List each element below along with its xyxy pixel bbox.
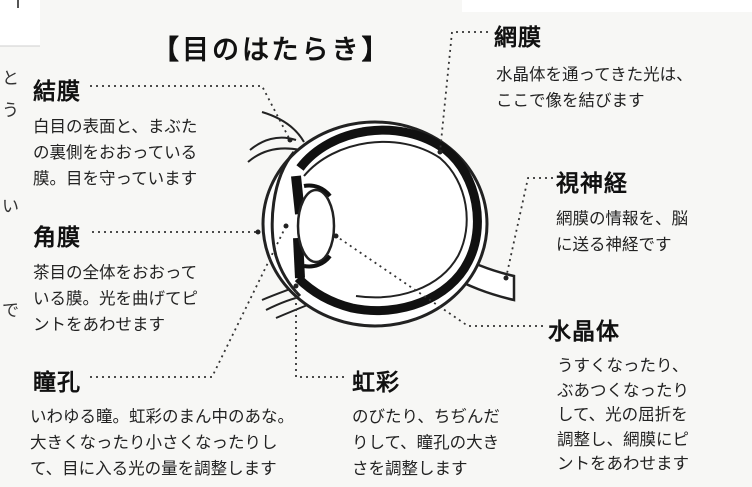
label-suishoutai-description: うすくなったり、 ぶあつくなったり して、光の屈折を 調整し、網膜にピ ントをあ… xyxy=(557,356,689,473)
crystalline-lens xyxy=(296,188,336,264)
label-suishoutai-heading: 水晶体 xyxy=(548,319,620,345)
label-ketsumaku-description: 白目の表面と、まぶた の裏側をおおっている 膜。目を守っています xyxy=(33,117,198,188)
retina-layer xyxy=(294,125,482,316)
leader-lines xyxy=(90,31,553,378)
leader-shishinkei xyxy=(505,177,553,279)
margin-fragment: と xyxy=(2,69,19,89)
label-kakumaku-heading: 角膜 xyxy=(33,225,81,251)
label-shishinkei-heading: 視神経 xyxy=(556,171,628,197)
label-shishinkei-description: 網膜の情報を、脳 に送る神経です xyxy=(556,209,688,254)
leader-doukou xyxy=(90,225,287,378)
leader-kousai xyxy=(295,286,344,378)
leader-suishoutai xyxy=(335,235,543,327)
eyeball-sclera xyxy=(261,120,489,328)
label-moumaku-description: 水晶体を通ってきた光は、 ここで像を結びます xyxy=(496,65,693,110)
label-doukou-heading: 瞳孔 xyxy=(33,370,81,396)
iris-lower xyxy=(293,237,305,279)
leader-moumaku xyxy=(439,31,488,153)
label-ketsumaku-heading: 結膜 xyxy=(33,79,81,105)
label-kakumaku-description: 茶目の全体をおおって いる膜。光を曲げてピ ントをあわせます xyxy=(33,263,198,334)
label-moumaku-heading: 網膜 xyxy=(494,25,542,51)
label-doukou-description: いわゆる瞳。虹彩のまん中のあな。 大きくなったり小さくなったりし て、目に入る光… xyxy=(30,407,294,478)
margin-fragment: い xyxy=(2,197,19,217)
margin-fragment: う xyxy=(2,101,19,121)
cornea xyxy=(270,151,302,298)
label-kousai-heading: 虹彩 xyxy=(352,370,400,396)
label-kousai-description: のびたり、ちぢんだ りして、瞳孔の大き さを調整します xyxy=(352,407,500,478)
page-title: 【目のはたらき】 xyxy=(152,35,392,66)
margin-fragment: で xyxy=(2,301,19,321)
